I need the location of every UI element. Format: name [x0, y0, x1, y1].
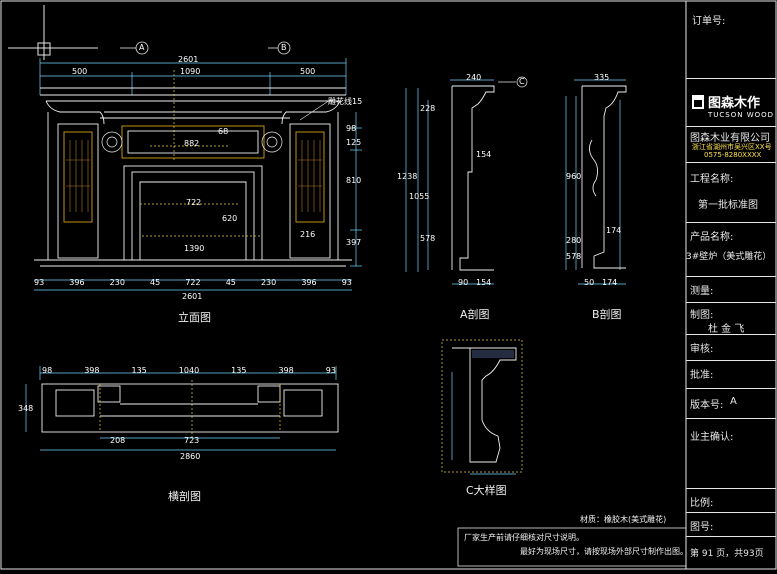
company-name: 图森木业有限公司: [690, 133, 770, 144]
project-value: 第一批标准图: [698, 200, 758, 211]
sec-b-top: 335: [594, 73, 610, 82]
drawer-label: 制图:: [690, 310, 714, 321]
remark-1: 厂家生产前请仔细核对尺寸说明。: [464, 533, 584, 542]
dim-bottom-7: 396: [301, 278, 317, 287]
dim-bottom-3: 45: [150, 278, 161, 287]
plan-inner: 723: [184, 436, 200, 445]
ucs-icon: [8, 5, 98, 60]
plan-dim-0: 98: [42, 366, 53, 375]
dim-opening-inner: 882: [184, 139, 200, 148]
detail-c-view: [441, 339, 523, 475]
plan-side: 348: [18, 404, 34, 413]
sec-a-b1: 154: [476, 278, 492, 287]
remark-2: 最好为现场尺寸，请按现场外部尺寸制作出图。: [520, 547, 688, 556]
plan-dim-4: 135: [231, 366, 247, 375]
dim-bottom-1: 396: [69, 278, 85, 287]
dim-bottom-8: 93: [341, 278, 352, 287]
view-title-plan: 横剖图: [168, 490, 201, 503]
page-info: 第 91 页，共93页: [690, 549, 764, 559]
logo-mark-icon: [692, 94, 704, 109]
project-label: 工程名称:: [690, 174, 734, 185]
material-note: 材质：橡胶木(美式雕花): [580, 515, 667, 524]
version-value: A: [730, 396, 737, 407]
dim-top-total: 2601: [178, 55, 199, 64]
plan-total: 2860: [180, 452, 201, 461]
plan-view: [25, 366, 339, 451]
company-address: 浙江省湖州市吴兴区XX号: [692, 143, 772, 151]
owner-label: 业主确认:: [690, 432, 734, 443]
scale-label: 比例:: [690, 498, 714, 509]
plan-dim-6: 93: [325, 366, 336, 375]
section-b-view: [565, 79, 627, 285]
notes-box: [457, 527, 687, 567]
dim-bottom-6: 230: [260, 278, 277, 287]
sec-a-b0: 90: [458, 278, 469, 287]
dim-bottom-total: 2601: [182, 292, 203, 301]
sec-b-h1: 960: [566, 172, 582, 181]
dim-bottom-2: 230: [109, 278, 125, 287]
dim-opening-width: 722: [186, 198, 202, 207]
marker-a: A: [139, 43, 145, 52]
sec-a-h3: 1055: [409, 192, 430, 201]
view-title-section-b: B剖图: [592, 308, 622, 321]
plan-dim-row: 98 398 135 1040 135 398 93: [42, 366, 336, 375]
survey-label: 测量:: [690, 286, 714, 297]
plan-dim-5: 398: [278, 366, 294, 375]
dim-right-h2: 125: [346, 138, 362, 147]
view-title-elevation: 立面图: [178, 311, 211, 324]
plan-small: 208: [110, 436, 126, 445]
plan-dim-3: 1040: [178, 366, 200, 375]
order-label: 订单号:: [692, 16, 726, 27]
sec-a-h2: 1238: [397, 172, 418, 181]
plan-dim-1: 398: [84, 366, 100, 375]
mantel-note: 雕花线15: [328, 97, 363, 106]
sec-a-h1: 228: [420, 104, 436, 113]
plan-dim-2: 135: [131, 366, 147, 375]
sec-a-top: 240: [466, 73, 482, 82]
review-label: 审核:: [690, 344, 714, 355]
tb-row-lines: [686, 0, 776, 570]
logo-text: 图森木作: [708, 96, 761, 111]
sec-b-b2: 174: [606, 226, 622, 235]
marker-c: C: [519, 77, 525, 86]
view-title-section-a: A剖图: [460, 308, 490, 321]
dim-right-h4: 397: [346, 238, 362, 247]
dim-top-left: 500: [72, 67, 88, 76]
elevation-view: [34, 41, 362, 291]
sec-a-h4: 578: [420, 234, 436, 243]
logo-en: TUCSON WOOD: [708, 111, 775, 119]
sec-b-b0: 50: [584, 278, 595, 287]
dim-opening-base: 1390: [184, 244, 205, 253]
dim-bottom-4: 722: [185, 278, 201, 287]
approve-label: 批准:: [690, 370, 714, 381]
dim-right-h1: 98: [346, 124, 357, 133]
dim-right-small: 216: [300, 230, 316, 239]
sec-b-b1: 174: [602, 278, 618, 287]
drawing-no-label: 图号:: [690, 522, 714, 533]
dim-bottom-5: 45: [225, 278, 236, 287]
dim-68: 68: [218, 127, 229, 136]
drawer-value: 杜 金 飞: [708, 324, 745, 335]
sec-a-mid: 154: [476, 150, 492, 159]
version-label: 版本号:: [690, 400, 724, 411]
marker-b: B: [281, 43, 287, 52]
title-block: 订单号: 图森木作 TUCSON WOOD 图森木业有限公司 浙江省湖州市吴兴区…: [686, 0, 776, 570]
dim-right-h3: 810: [346, 176, 362, 185]
dim-top-mid: 1090: [180, 67, 201, 76]
company-logo: 图森木作 TUCSON WOOD: [692, 92, 774, 119]
dim-bottom-0: 93: [34, 278, 45, 287]
company-phone: 0575-8280XXXX: [704, 151, 762, 159]
product-value: 3#壁炉（美式雕花）: [686, 252, 772, 262]
dim-620: 620: [222, 214, 238, 223]
dim-top-right: 500: [300, 67, 316, 76]
dim-bottom-row: 93 396 230 45 722 45 230 396 93: [34, 278, 352, 287]
sec-b-h2: 280: [566, 236, 582, 245]
view-title-detail-c: C大样图: [466, 484, 507, 497]
section-a-view: [405, 76, 528, 285]
product-label: 产品名称:: [690, 232, 734, 243]
sec-b-h3: 578: [566, 252, 582, 261]
